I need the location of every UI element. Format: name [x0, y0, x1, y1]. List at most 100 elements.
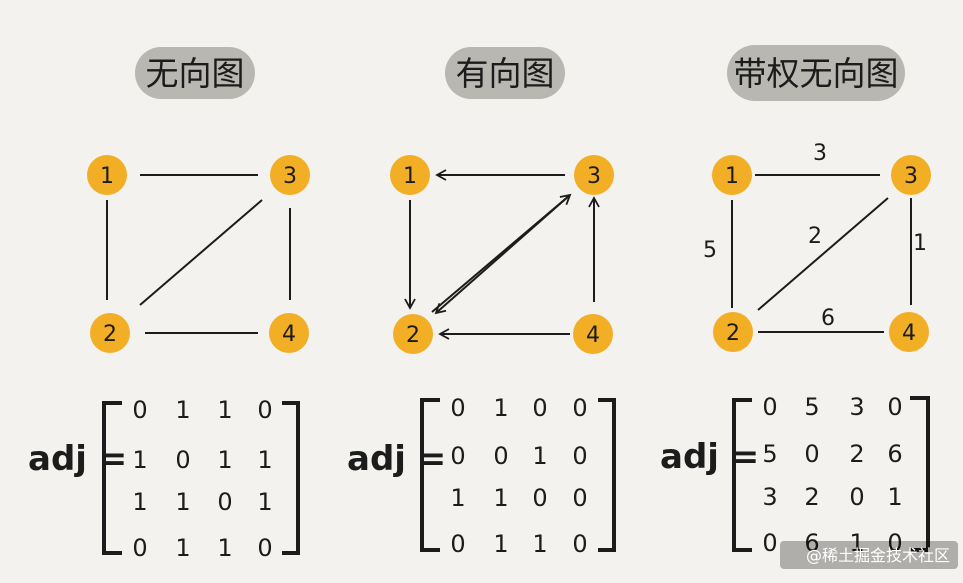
- matrix-cell: 5: [762, 440, 777, 468]
- matrix-cell: 1: [217, 396, 232, 424]
- node-label: 3: [587, 164, 601, 189]
- watermark-bg: [780, 541, 958, 569]
- title-pill: [445, 47, 565, 99]
- node-3: [270, 155, 310, 195]
- panel-weighted: 带权无向图 3 5 2 1 6 1 2 3 4 adj = 0 5 3 0 5 …: [660, 45, 931, 557]
- matrix-cell: 1: [175, 534, 190, 562]
- right-bracket: [598, 398, 616, 552]
- matrix-cell: 0: [257, 396, 272, 424]
- matrix-cell: 1: [175, 396, 190, 424]
- edge-2-3: [757, 197, 889, 311]
- matrix-cell: 1: [493, 530, 508, 558]
- matrix-cell: 0: [257, 534, 272, 562]
- node-label: 2: [726, 321, 740, 346]
- matrix-cell: 0: [887, 529, 902, 557]
- node-1: [87, 155, 127, 195]
- right-bracket: [282, 401, 300, 555]
- node-4: [573, 314, 613, 354]
- matrix-label: adj =: [660, 437, 759, 477]
- edge-weight: 1: [913, 231, 927, 256]
- title-pill: [727, 45, 905, 101]
- node-1: [712, 155, 752, 195]
- matrix-cell: 0: [132, 534, 147, 562]
- matrix-cell: 1: [132, 446, 147, 474]
- matrix-label: adj =: [347, 439, 446, 479]
- panel-undirected: 无向图 1 2 3 4 adj = 0 1 1 0 1 0 1 1 1 1 0 …: [28, 47, 310, 562]
- matrix-cell: 1: [450, 484, 465, 512]
- matrix-cell: 0: [887, 393, 902, 421]
- matrix-cell: 0: [849, 483, 864, 511]
- node-label: 2: [406, 323, 420, 348]
- node-label: 1: [403, 164, 417, 189]
- matrix-cell: 1: [217, 446, 232, 474]
- panel-title: 带权无向图: [734, 54, 899, 93]
- panel-title: 有向图: [456, 54, 555, 93]
- node-4: [269, 313, 309, 353]
- matrix-cell: 1: [493, 484, 508, 512]
- matrix-cell: 0: [572, 484, 587, 512]
- matrix-cell: 0: [532, 484, 547, 512]
- matrix-cell: 0: [450, 530, 465, 558]
- panel-directed: 有向图 1 2 3 4 adj = 0 1 0 0 0 0 1 0 1 1 0 …: [347, 47, 616, 558]
- node-2: [393, 314, 433, 354]
- matrix-cell: 1: [257, 446, 272, 474]
- node-3: [891, 155, 931, 195]
- matrix-cell: 2: [804, 483, 819, 511]
- matrix-cell: 6: [804, 529, 819, 557]
- matrix-cell: 0: [493, 442, 508, 470]
- title-pill: [135, 47, 255, 99]
- matrix-cell: 1: [493, 394, 508, 422]
- edge-weight: 3: [813, 141, 827, 166]
- edge-weight: 2: [808, 224, 822, 249]
- right-bracket: [910, 396, 930, 552]
- left-bracket: [732, 398, 752, 552]
- left-bracket: [420, 398, 440, 552]
- edge-weight: 6: [821, 306, 835, 331]
- matrix-cell: 3: [849, 393, 864, 421]
- matrix-cell: 0: [762, 393, 777, 421]
- node-label: 1: [100, 164, 114, 189]
- node-label: 3: [904, 164, 918, 189]
- matrix-cell: 0: [450, 394, 465, 422]
- matrix-cell: 1: [849, 529, 864, 557]
- watermark: @稀土掘金技术社区: [806, 546, 950, 565]
- node-1: [390, 155, 430, 195]
- matrix-cell: 1: [132, 488, 147, 516]
- matrix-cell: 5: [804, 393, 819, 421]
- matrix-cell: 0: [572, 530, 587, 558]
- node-label: 1: [725, 164, 739, 189]
- matrix-cell: 6: [887, 440, 902, 468]
- matrix-cell: 1: [175, 488, 190, 516]
- matrix-cell: 1: [257, 488, 272, 516]
- matrix-cell: 1: [217, 534, 232, 562]
- node-3: [574, 155, 614, 195]
- matrix-cell: 0: [450, 442, 465, 470]
- matrix-cell: 0: [132, 396, 147, 424]
- matrix-label: adj =: [28, 439, 127, 479]
- node-label: 2: [103, 322, 117, 347]
- matrix-cell: 1: [532, 530, 547, 558]
- matrix-cell: 0: [175, 446, 190, 474]
- edge-2-3: [139, 199, 263, 306]
- matrix-cell: 0: [762, 529, 777, 557]
- matrix-cell: 1: [887, 483, 902, 511]
- node-label: 3: [283, 164, 297, 189]
- node-label: 4: [282, 322, 296, 347]
- edge-weight: 5: [703, 238, 717, 263]
- matrix-cell: 0: [572, 394, 587, 422]
- matrix-cell: 2: [849, 440, 864, 468]
- node-2: [713, 312, 753, 352]
- matrix-cell: 0: [217, 488, 232, 516]
- matrix-cell: 0: [572, 442, 587, 470]
- node-2: [90, 313, 130, 353]
- node-4: [889, 312, 929, 352]
- left-bracket: [102, 401, 122, 555]
- node-label: 4: [586, 323, 600, 348]
- edge-3-2: [434, 194, 571, 315]
- matrix-cell: 3: [762, 483, 777, 511]
- node-label: 4: [902, 321, 916, 346]
- matrix-cell: 0: [532, 394, 547, 422]
- panel-title: 无向图: [146, 54, 245, 93]
- matrix-cell: 0: [804, 440, 819, 468]
